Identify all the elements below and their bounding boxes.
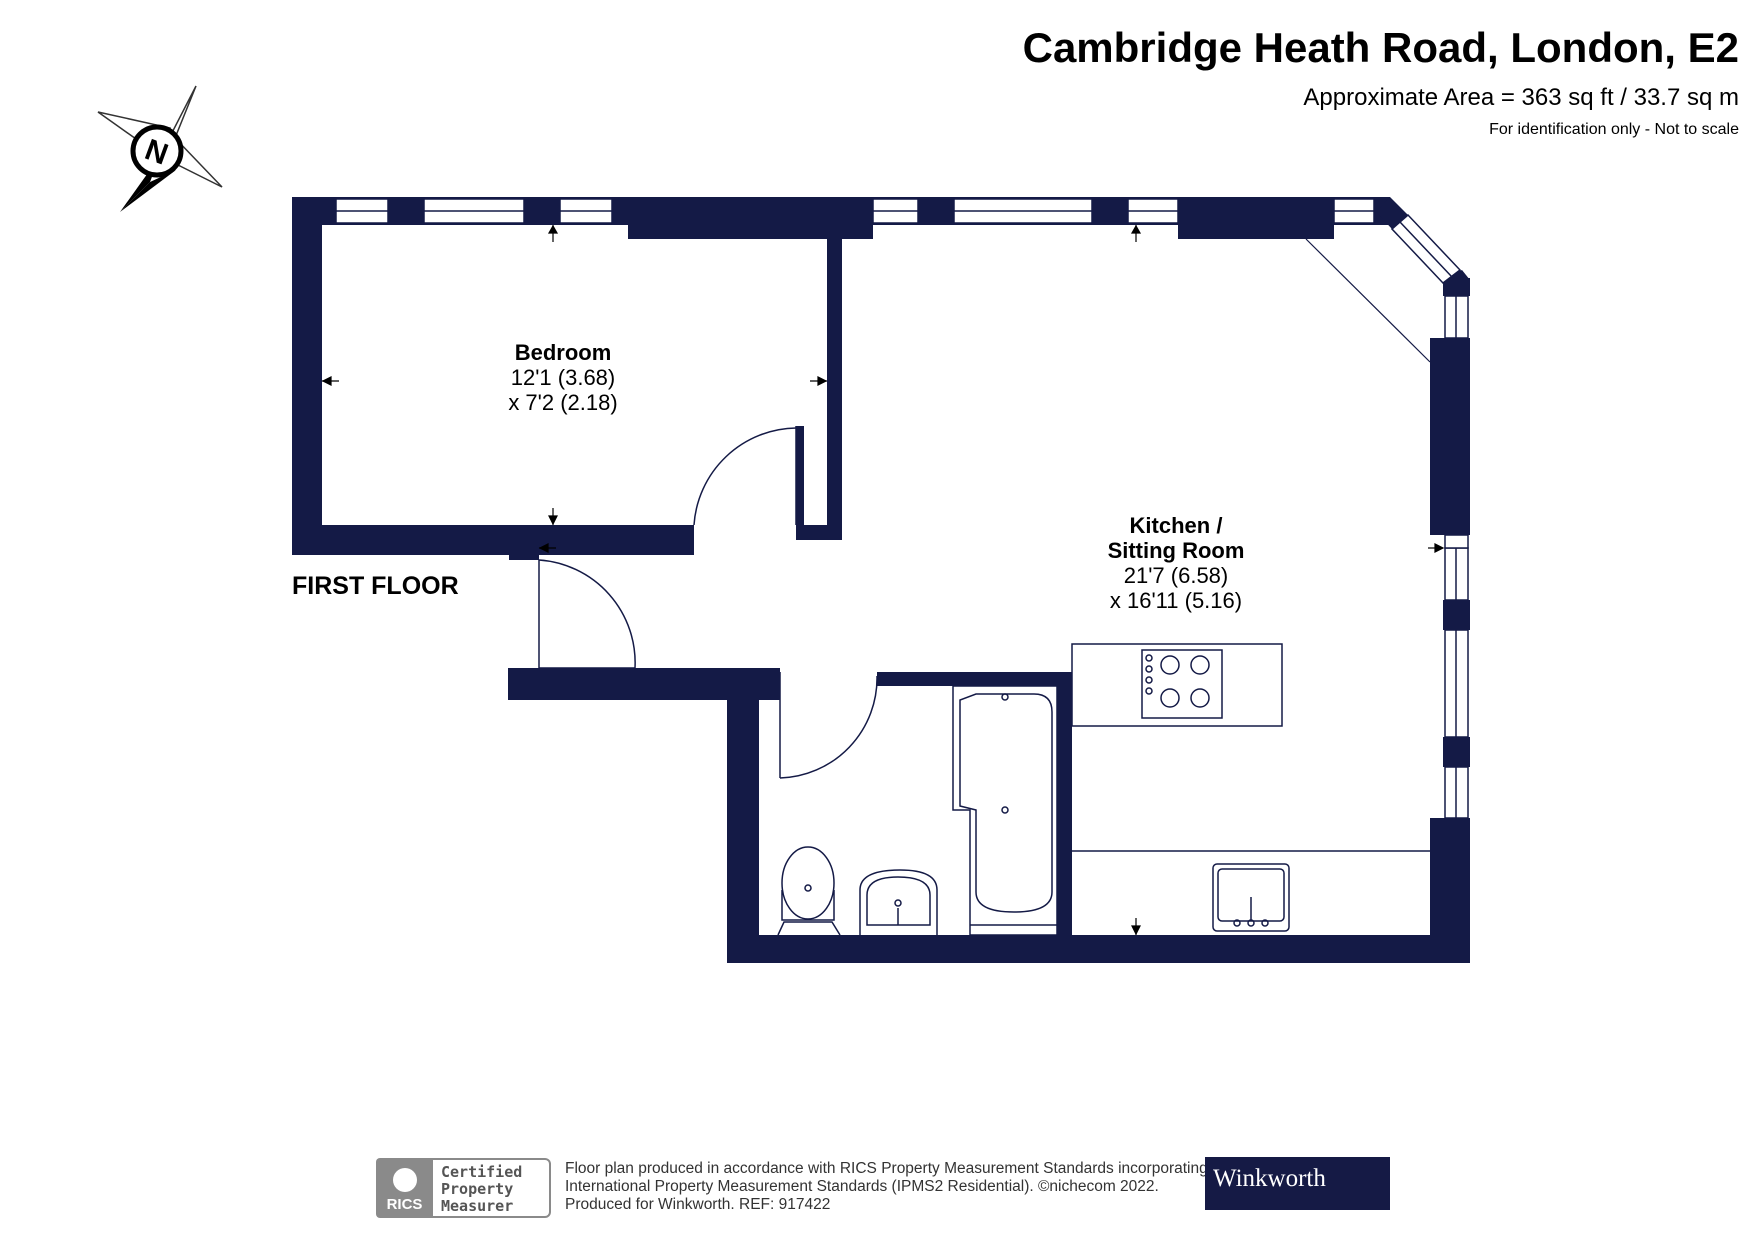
compass-icon: N [97,85,223,212]
room-label-kitchen-sitting-room: Kitchen / Sitting Room 21'7 (6.58) x 16'… [1076,513,1276,613]
bedroom-dimension-length: 12'1 (3.68) [510,365,616,390]
room-label-bedroom: Bedroom 12'1 (3.68) x 7'2 (2.18) [463,340,663,415]
rics-certified-badge: RICS Certified Property Measurer [376,1158,553,1218]
scale-note: For identification only - Not to scale [1489,121,1739,138]
bathroom-fixtures [777,685,1058,936]
floor-label: FIRST FLOOR [292,572,459,600]
walls [292,197,1470,963]
brand-logo: Winkworth [1205,1157,1390,1210]
footer-line1: Floor plan produced in accordance with R… [565,1160,1208,1177]
kitchen-name-line2: Sitting Room [1107,538,1245,563]
footer-disclaimer: Floor plan produced in accordance with R… [565,1160,1208,1214]
rics-badge-line2: Property [441,1180,514,1198]
rics-logo-text: RICS [386,1196,423,1213]
footer-line3: Produced for Winkworth. REF: 917422 [565,1196,831,1213]
plan-title: Cambridge Heath Road, London, E2 [1022,24,1739,71]
bedroom-dimension-width: x 7'2 (2.18) [508,390,618,415]
kitchen-dimension-length: 21'7 (6.58) [1123,563,1229,588]
footer-line2: International Property Measurement Stand… [565,1178,1159,1195]
kitchen-units [1071,643,1430,932]
windows [335,198,1469,819]
rics-badge-line1: Certified [441,1163,523,1181]
rics-logo-icon: RICS [376,1158,433,1218]
dimension-arrows [321,224,1445,936]
kitchen-name-line1: Kitchen / [1129,513,1223,538]
kitchen-dimension-width: x 16'11 (5.16) [1109,588,1243,613]
approximate-area: Approximate Area = 363 sq ft / 33.7 sq m [1303,84,1739,111]
bedroom-name: Bedroom [514,340,612,365]
door-swings [538,426,878,779]
rics-badge-line3: Measurer [441,1197,514,1215]
